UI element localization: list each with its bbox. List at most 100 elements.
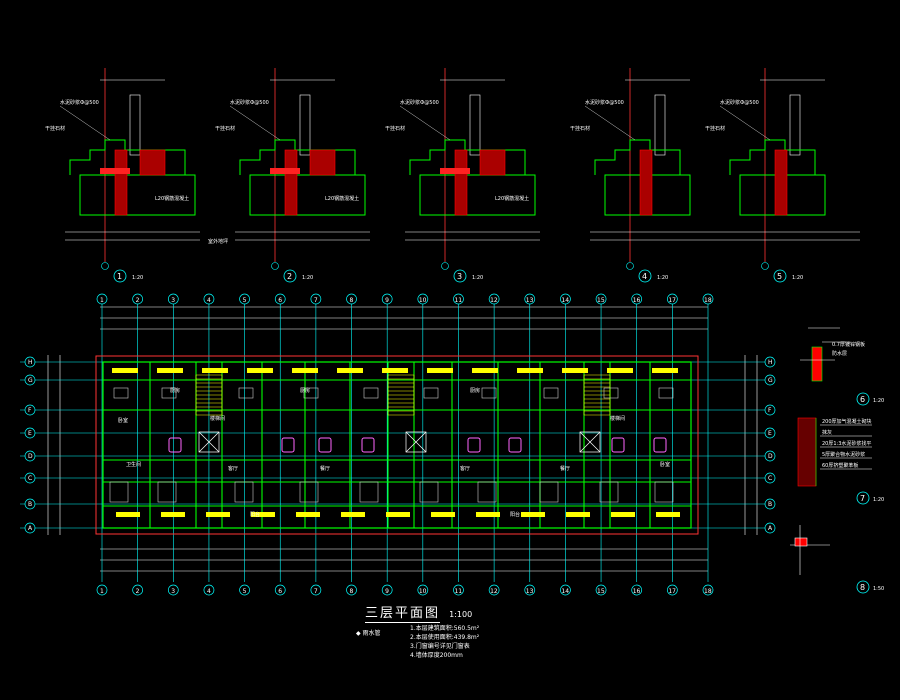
axis-bubble-top [96, 293, 108, 305]
room-label: 餐厅 [320, 465, 330, 472]
detail-label: L20钢筋混凝土 [155, 195, 189, 202]
window-bottom [431, 512, 455, 517]
axis-bubble-bottom [524, 584, 536, 596]
furniture-bed [477, 481, 497, 503]
outer-wall-outline [95, 355, 699, 535]
axis-label: 15 [597, 588, 605, 595]
sanitary-fixtures [168, 437, 667, 453]
furniture-bed [599, 481, 619, 503]
axis-bubble-bottom [488, 584, 500, 596]
axis-bubble-top [453, 293, 464, 305]
axis-label: 13 [526, 588, 534, 595]
axis-bubble-top [702, 293, 714, 305]
axis-label: 12 [490, 588, 498, 595]
axis-label: 6 [278, 588, 282, 595]
furniture-bed [419, 481, 439, 503]
floor-plan: 卧室厨房卫生间客厅餐厅客厅餐厅楼梯间楼梯间厨房厨房卧室阳台阳台 11223344… [20, 293, 776, 596]
axis-bubble-bottom [453, 584, 464, 596]
furniture-table [161, 387, 177, 399]
axis-label: 8 [350, 297, 354, 304]
axis-label: 9 [385, 297, 389, 304]
axis-bubble-bottom [203, 584, 215, 596]
detail-label: 水泥砂浆Ф@500 [400, 99, 439, 106]
detail-label: L20钢筋混凝土 [325, 195, 359, 202]
axis-label: G [768, 377, 773, 384]
room-label: 客厅 [228, 465, 238, 472]
furniture-bed [359, 481, 379, 503]
right-detail-labels: 0.7厚镀锌钢板防水层200厚加气混凝土砌块抹灰20厚1:3水泥砂浆找平5厚聚合… [822, 341, 872, 469]
window-top [382, 368, 408, 373]
axis-label: 7 [314, 297, 318, 304]
window-top [472, 368, 498, 373]
axis-bubble-bottom [631, 584, 643, 596]
detail-scale: 1:20 [302, 275, 313, 281]
furniture-bed [299, 481, 319, 503]
axis-bubble-bottom [310, 584, 322, 596]
axis-label: 14 [561, 297, 569, 304]
furniture-table [363, 387, 379, 399]
window-top [607, 368, 633, 373]
furniture-table [481, 387, 497, 399]
detail-number: 1 [117, 272, 122, 281]
axis-label: B [768, 501, 772, 508]
window-bottom [116, 512, 140, 517]
detail-label: 干挂石材 [385, 125, 405, 132]
axis-bubble-right [764, 374, 776, 386]
detail-label: 水泥砂浆Ф@500 [720, 99, 759, 106]
detail-label: 水泥砂浆Ф@500 [585, 99, 624, 106]
detail-label: 水泥砂浆Ф@500 [60, 99, 99, 106]
axis-bubble-top [381, 293, 393, 305]
axis-label: G [28, 377, 33, 384]
window-bottom [611, 512, 635, 517]
axis-bubble-bottom [239, 584, 250, 596]
window-top [337, 368, 363, 373]
axis-bubbles: 1122334455667788991010111112121313141415… [24, 293, 776, 596]
axis-label: 16 [633, 588, 641, 595]
detail-bubble [856, 491, 870, 505]
axis-bubble-right [764, 427, 776, 439]
axis-bubble-top [488, 293, 500, 305]
axis-label: 2 [136, 588, 140, 595]
axis-bubble-bottom [274, 584, 286, 596]
drawing-scale: 1:100 [449, 610, 473, 619]
window-bottom [251, 512, 275, 517]
general-notes: 1.本层建筑面积:560.5m² 2.本层使用面积:439.8m² 3.门窗编号… [410, 624, 479, 660]
axis-label: 6 [278, 297, 282, 304]
detail-label: 干挂石材 [215, 125, 235, 132]
axis-label: 1 [100, 588, 104, 595]
axis-bubble-bottom [417, 584, 429, 596]
axis-label: D [28, 453, 33, 460]
fixture [611, 437, 625, 453]
detail-number: 8 [860, 583, 865, 592]
axis-label: C [28, 475, 32, 482]
detail-bubble [638, 269, 652, 283]
axis-bubble-top [346, 293, 357, 305]
axis-label: E [768, 430, 772, 437]
detail-scale: 1:20 [873, 398, 884, 404]
furniture-bed [654, 481, 674, 503]
detail-scale: 1:20 [472, 275, 483, 281]
axis-bubble-bottom [167, 584, 179, 596]
axis-bubble-right [764, 472, 776, 484]
detail-6-label: 0.7厚镀锌钢板 [832, 341, 865, 348]
room-label: 楼梯间 [210, 415, 225, 422]
window-bottom [521, 512, 545, 517]
dimension-lines [47, 306, 758, 572]
window-top [292, 368, 318, 373]
window-top [112, 368, 138, 373]
wall-section-details: 水泥砂浆Ф@500 干挂石材 L20钢筋混凝土 1 1:20 水泥砂浆Ф@500 干挂石材 L… [45, 68, 860, 283]
axis-label: 2 [136, 297, 140, 304]
axis-label: D [768, 453, 773, 460]
axis-label: H [28, 359, 33, 366]
axis-bubble-top [274, 293, 286, 305]
axis-label: 11 [454, 588, 462, 595]
axis-label: 9 [385, 588, 389, 595]
window-bottom [476, 512, 500, 517]
axis-label: 5 [243, 588, 247, 595]
furniture-bed [157, 481, 177, 503]
axis-label: B [28, 501, 32, 508]
axis-bubble-bottom [702, 584, 714, 596]
